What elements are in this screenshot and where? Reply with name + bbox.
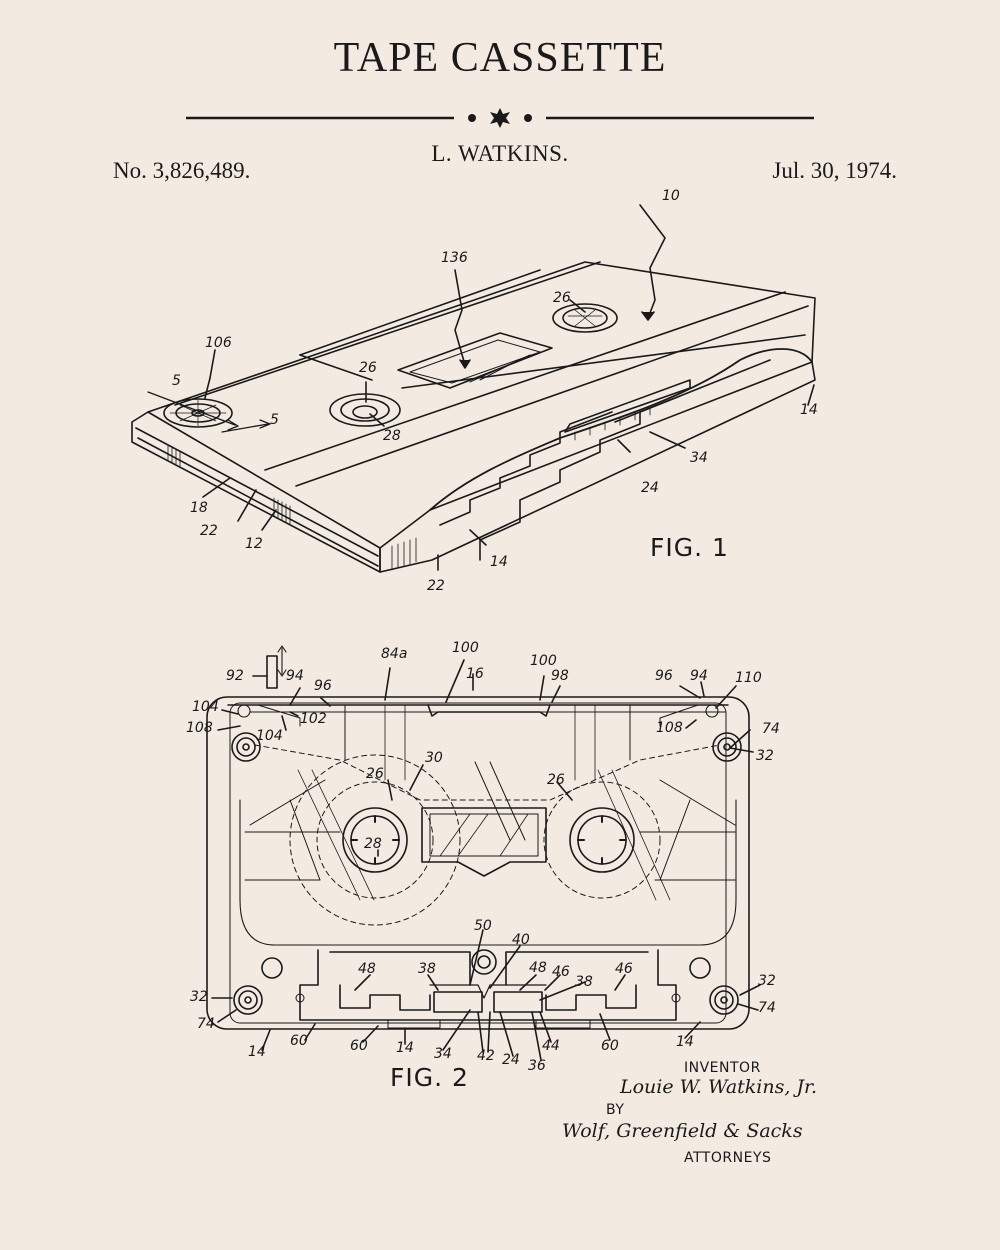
ref-50: 50 [474, 918, 492, 934]
fig2-cassette-plan [206, 645, 761, 1061]
ref-108-left: 108 [186, 720, 213, 736]
ref-32-right: 32 [758, 973, 776, 989]
ref-96-left: 96 [314, 678, 332, 694]
ref-30: 30 [425, 750, 443, 766]
ref-108-right: 108 [656, 720, 683, 736]
ref-98: 98 [551, 668, 569, 684]
ref-48-left: 48 [358, 961, 376, 977]
fig2-label: FIG. 2 [390, 1063, 469, 1092]
attorney-signature: Wolf, Greenfield & Sacks [562, 1120, 803, 1142]
ref-74-right: 74 [758, 1000, 776, 1016]
ref-32-left: 32 [190, 989, 208, 1005]
ref-10: 10 [662, 188, 680, 204]
ref-110: 110 [735, 670, 762, 686]
ref-48-right: 48 [529, 960, 547, 976]
ref-96-right: 96 [655, 668, 673, 684]
ref-14-right: 14 [800, 402, 818, 418]
ref-74-top: 74 [762, 721, 780, 737]
ref-38-right: 38 [575, 974, 593, 990]
ref-100-left: 100 [452, 640, 479, 656]
ref-24: 24 [641, 480, 659, 496]
ref-18: 18 [190, 500, 208, 516]
ref-5-left: 5 [172, 373, 181, 389]
attorneys-label: ATTORNEYS [684, 1150, 772, 1166]
fig1-label: FIG. 1 [650, 533, 729, 562]
ref-60-right: 60 [601, 1038, 619, 1054]
ref-12: 12 [245, 536, 263, 552]
ref-60-left: 60 [290, 1033, 308, 1049]
inventor-signature: Louie W. Watkins, Jr. [620, 1076, 818, 1098]
ref-100-right: 100 [530, 653, 557, 669]
ref-26-left: 26 [359, 360, 377, 376]
ref-34: 34 [690, 450, 708, 466]
ref-24: 24 [502, 1052, 520, 1068]
by-label: BY [606, 1102, 625, 1118]
inventor-name: L. WATKINS. [431, 141, 569, 166]
star-ornament-icon [490, 108, 510, 128]
ref-46-left: 46 [552, 964, 570, 980]
page-title: TAPE CASSETTE [333, 35, 667, 81]
fig1-cassette-perspective [131, 204, 816, 573]
ref-104-left: 104 [192, 699, 219, 715]
ref-14-left: 14 [248, 1044, 266, 1060]
patent-date: Jul. 30, 1974. [772, 158, 897, 183]
ref-92: 92 [226, 668, 244, 684]
ref-104-inner: 104 [256, 728, 283, 744]
ref-14-mid: 14 [396, 1040, 414, 1056]
ornamental-divider [186, 108, 814, 128]
ref-46-right: 46 [615, 961, 633, 977]
inventor-label: INVENTOR [684, 1060, 761, 1076]
ref-14-right: 14 [676, 1034, 694, 1050]
ref-94-left: 94 [286, 668, 304, 684]
ref-74-left: 74 [197, 1016, 215, 1032]
ref-16: 16 [466, 666, 484, 682]
ref-40: 40 [512, 932, 530, 948]
patent-number: No. 3,826,489. [113, 158, 251, 183]
ref-32-top: 32 [756, 748, 774, 764]
ref-60-mid: 60 [350, 1038, 368, 1054]
ref-28: 28 [383, 428, 401, 444]
ref-34: 34 [434, 1046, 452, 1062]
ref-26-right: 26 [553, 290, 571, 306]
ref-106: 106 [205, 335, 232, 351]
ref-22-bottom: 22 [427, 578, 445, 594]
ref-26-right: 26 [547, 772, 565, 788]
ref-14-bottom: 14 [490, 554, 508, 570]
ref-22-left: 22 [200, 523, 218, 539]
ref-102: 102 [300, 711, 327, 727]
ref-38-left: 38 [418, 961, 436, 977]
ref-42: 42 [477, 1048, 495, 1064]
ref-84a: 84a [381, 646, 407, 662]
ref-5-right: 5 [270, 412, 279, 428]
ref-36: 36 [528, 1058, 546, 1074]
ref-94-right: 94 [690, 668, 708, 684]
ref-26-left: 26 [366, 766, 384, 782]
ref-28: 28 [364, 836, 382, 852]
ref-44: 44 [542, 1038, 560, 1054]
ref-136: 136 [441, 250, 468, 266]
